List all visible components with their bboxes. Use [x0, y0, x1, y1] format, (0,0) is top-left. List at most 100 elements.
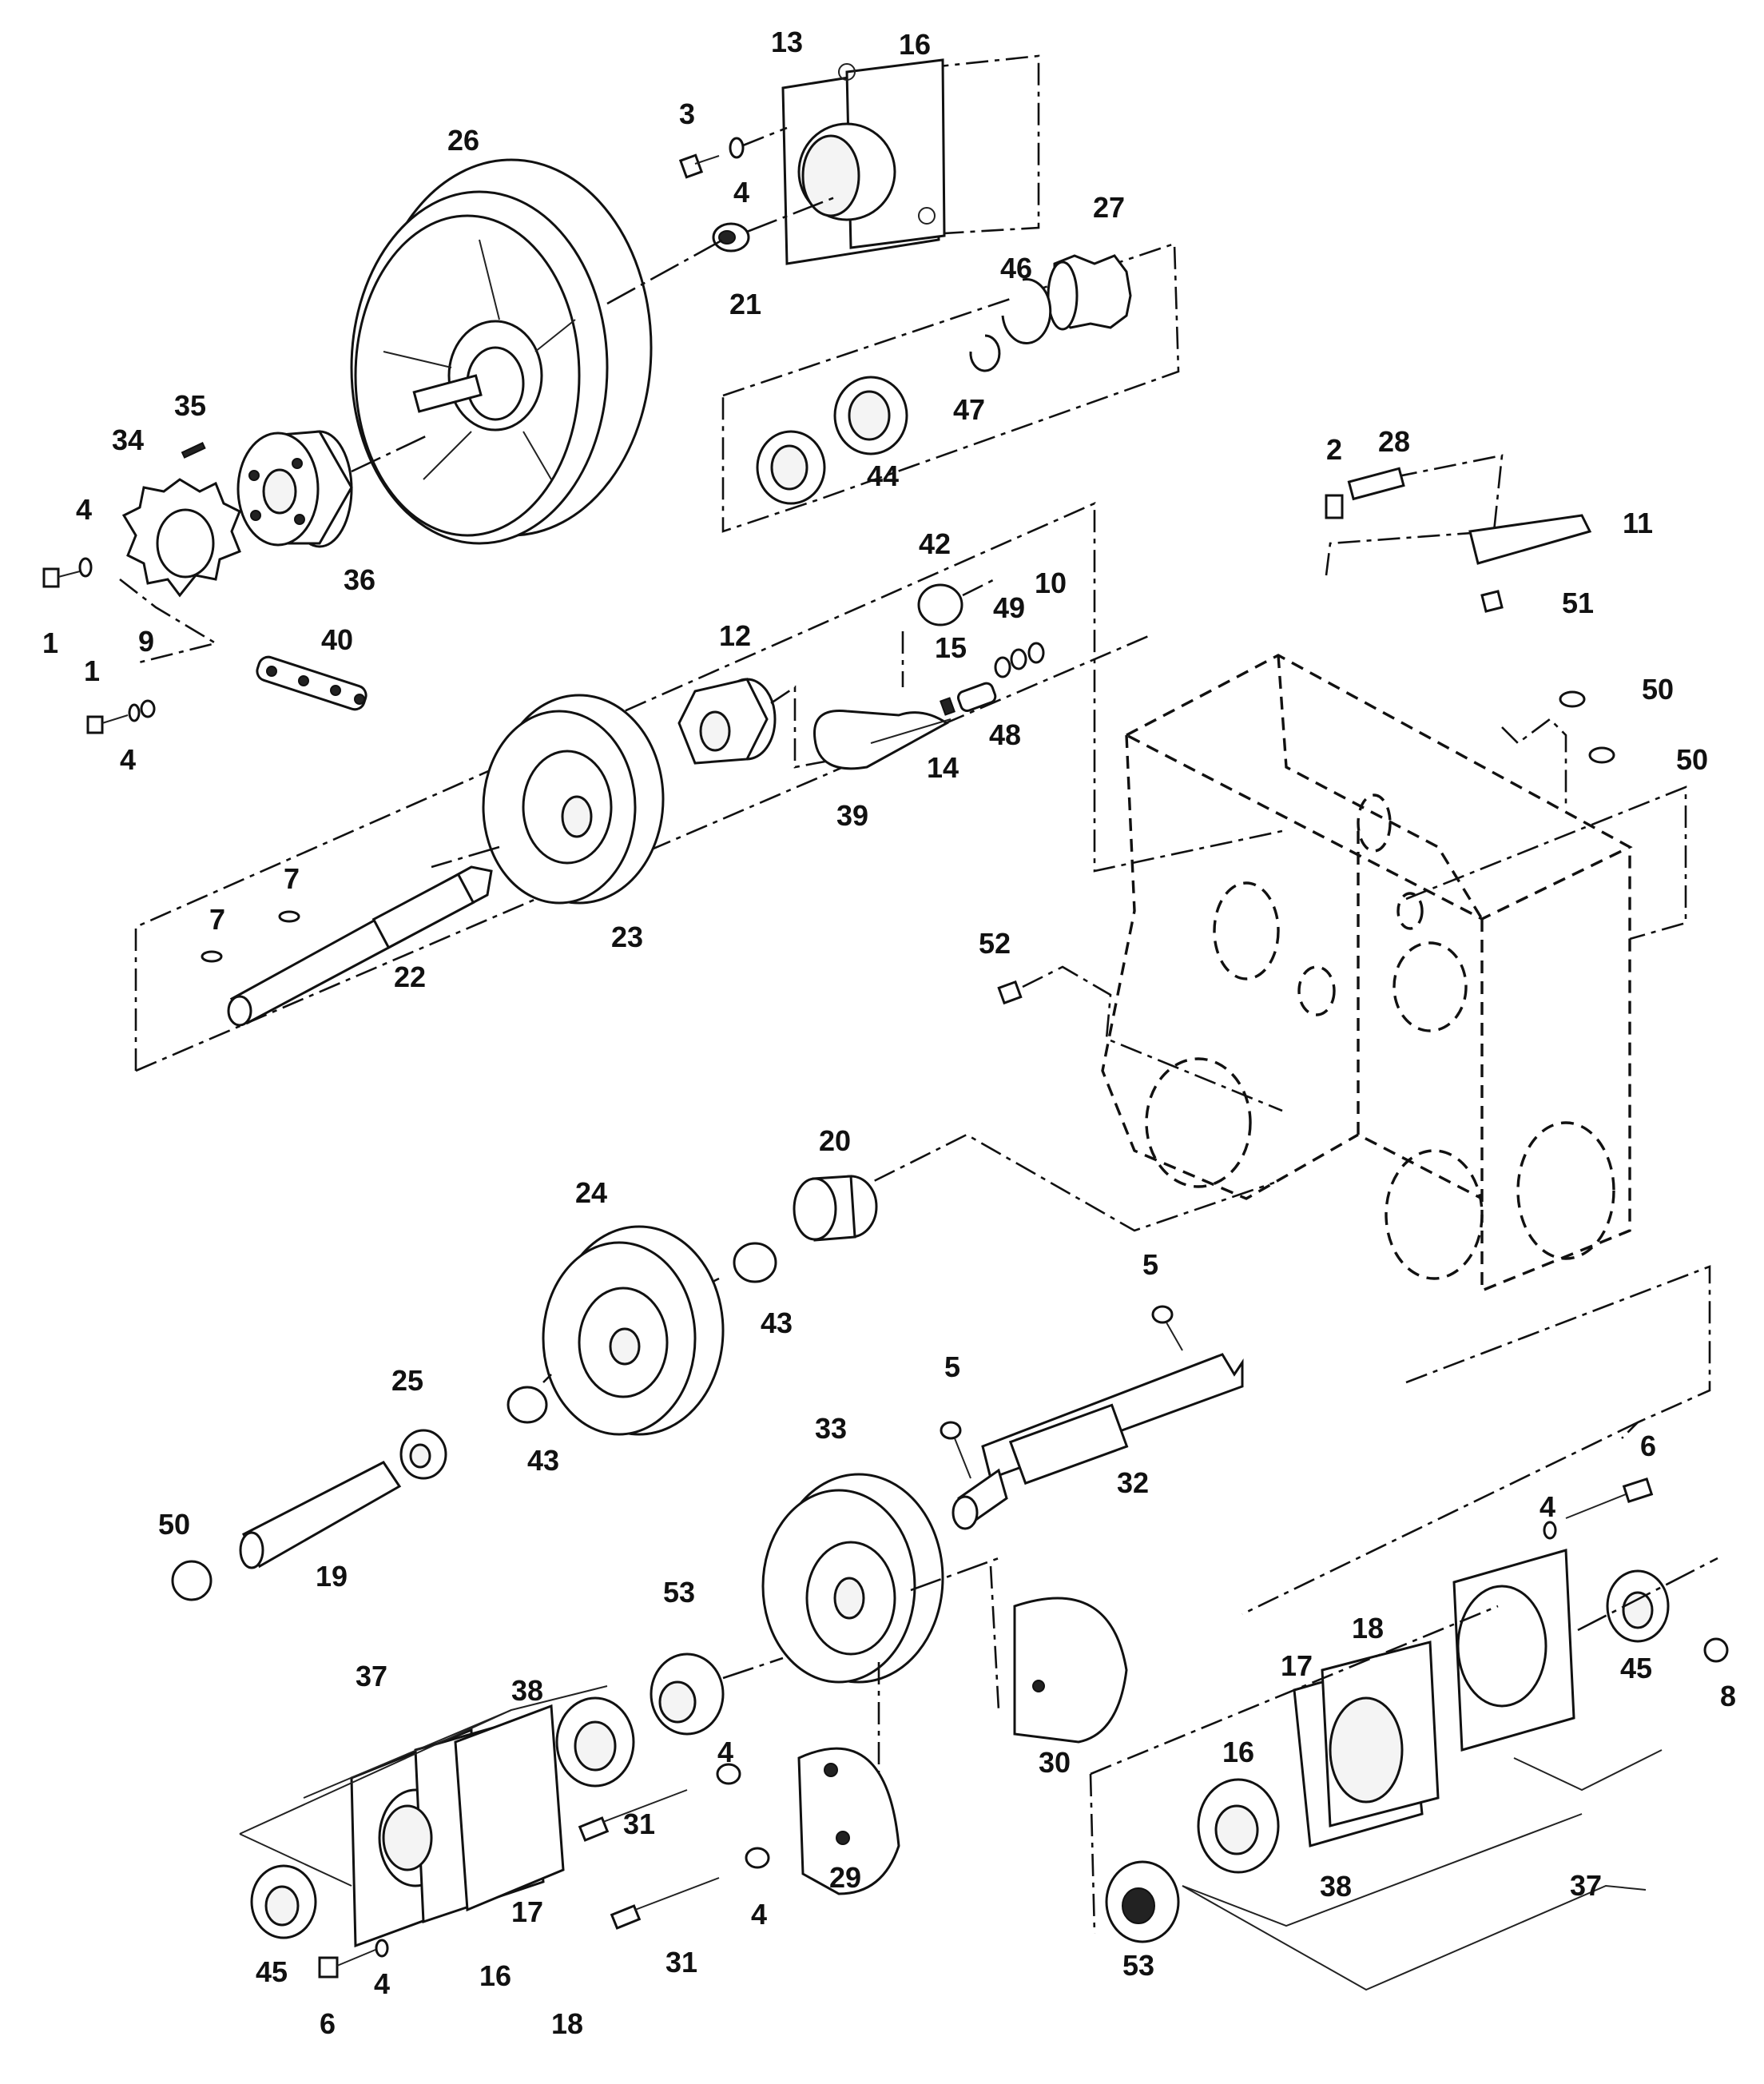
- gear-27: [1047, 254, 1132, 331]
- callout-51: 51: [1562, 587, 1594, 619]
- needle-bearing-42: [917, 583, 963, 626]
- callout-4f: 4: [751, 1898, 767, 1931]
- gear-24: [542, 1225, 725, 1436]
- callout-50b: 50: [1676, 743, 1708, 776]
- callout-2: 2: [1326, 433, 1342, 466]
- callout-16a: 16: [899, 28, 931, 61]
- callout-31b: 31: [665, 1946, 697, 1979]
- callout-38b: 38: [1320, 1870, 1352, 1903]
- bracket-37a-mid: [239, 1709, 512, 1835]
- callout-17b: 17: [511, 1895, 543, 1928]
- callout-25: 25: [391, 1364, 423, 1397]
- bracket-37b-c: [1513, 1749, 1663, 1792]
- callout-36: 36: [344, 563, 375, 596]
- key-5b-lead: [954, 1438, 971, 1479]
- axis-right: [1577, 1557, 1718, 1632]
- callout-1b: 1: [84, 654, 100, 687]
- axis-bearing53: [722, 1656, 784, 1680]
- roller-bearing-53a: [650, 1652, 725, 1736]
- bracket-37a-bottom: [239, 1833, 352, 1887]
- bolt-31b: [610, 1877, 720, 1930]
- callout-37a: 37: [356, 1660, 387, 1692]
- callout-31a: 31: [623, 1808, 655, 1840]
- callout-3: 3: [679, 97, 695, 130]
- bearing-flange-assembly: [781, 54, 1040, 265]
- key-5b: [940, 1421, 962, 1440]
- block-30: [1013, 1597, 1128, 1744]
- callout-44: 44: [867, 459, 899, 492]
- axis-hub: [351, 434, 428, 473]
- pin-35: [181, 442, 206, 459]
- leader-right-flange: [1090, 1605, 1499, 1776]
- leader-housing-r: [1405, 785, 1687, 941]
- leader-gear27: [721, 242, 1180, 533]
- leader-42b: [962, 578, 995, 597]
- callout-12: 12: [719, 619, 751, 652]
- block-29: [797, 1747, 900, 1895]
- plug-50b: [1588, 746, 1615, 764]
- callout-43b: 43: [527, 1444, 559, 1477]
- callout-5b: 5: [944, 1350, 960, 1383]
- chain-link-40: [256, 655, 368, 711]
- callout-9: 9: [138, 625, 154, 658]
- leader-right-lower: [1242, 1421, 1639, 1616]
- callout-4g: 4: [374, 1967, 390, 2000]
- callout-16c: 16: [479, 1959, 511, 1992]
- leader-right-flange-b: [1089, 1773, 1096, 1935]
- axis-gear33: [910, 1557, 999, 1592]
- callout-49: 49: [993, 591, 1025, 624]
- callout-6a: 6: [1640, 1430, 1656, 1462]
- leader-sprocket: [119, 578, 219, 665]
- callout-5a: 5: [1142, 1248, 1158, 1281]
- leader-32: [1405, 1265, 1711, 1439]
- leader-bracket11: [1325, 454, 1504, 576]
- callout-18a: 18: [1352, 1612, 1384, 1645]
- callout-29: 29: [829, 1861, 861, 1894]
- callout-28: 28: [1378, 425, 1410, 458]
- shaft-19: [239, 1461, 402, 1569]
- callout-45b: 45: [256, 1955, 288, 1988]
- washer-4f: [745, 1847, 770, 1869]
- callout-26: 26: [447, 124, 479, 157]
- callout-35: 35: [174, 389, 206, 422]
- washer-49: [1010, 648, 1027, 670]
- left-flange-16: [350, 1704, 565, 1948]
- callout-4d: 4: [1540, 1490, 1555, 1523]
- washer-48: [994, 656, 1011, 678]
- callout-16b: 16: [1222, 1736, 1254, 1768]
- bolt-washer-right: [1543, 1477, 1654, 1540]
- callout-34: 34: [112, 424, 144, 456]
- key-5a: [1151, 1305, 1174, 1324]
- axis-gear23: [431, 845, 500, 869]
- axis-seal: [746, 194, 840, 233]
- bolt-washer-sprocket: [42, 557, 93, 588]
- leader-52: [1022, 965, 1283, 1112]
- spring-15: [940, 682, 997, 716]
- callout-48: 48: [989, 718, 1021, 751]
- callout-17a: 17: [1281, 1649, 1313, 1682]
- callout-4b: 4: [76, 493, 92, 526]
- plug-50a: [1559, 690, 1586, 708]
- sprocket-34: [121, 478, 241, 598]
- leader-30: [989, 1565, 1000, 1711]
- needle-bearing-43a: [733, 1242, 777, 1283]
- callout-52: 52: [979, 927, 1011, 960]
- seal-21-bore: [718, 230, 736, 245]
- callout-32: 32: [1117, 1466, 1149, 1499]
- key-5a-lead: [1166, 1322, 1183, 1351]
- callout-53b: 53: [1122, 1949, 1154, 1982]
- callout-50a: 50: [1642, 673, 1674, 706]
- callout-6b: 6: [320, 2007, 336, 2040]
- needle-bearing-43b: [507, 1386, 548, 1424]
- bolt-washer-left: [318, 1939, 389, 1979]
- coupling-12: [677, 678, 777, 765]
- bushing-20: [793, 1175, 878, 1242]
- callout-37b: 37: [1570, 1869, 1602, 1902]
- callout-38a: 38: [511, 1674, 543, 1707]
- callout-21: 21: [729, 288, 761, 320]
- callout-4a: 4: [733, 176, 749, 209]
- callout-23: 23: [611, 921, 643, 953]
- callout-50c: 50: [158, 1508, 190, 1541]
- washer-4e: [716, 1763, 741, 1785]
